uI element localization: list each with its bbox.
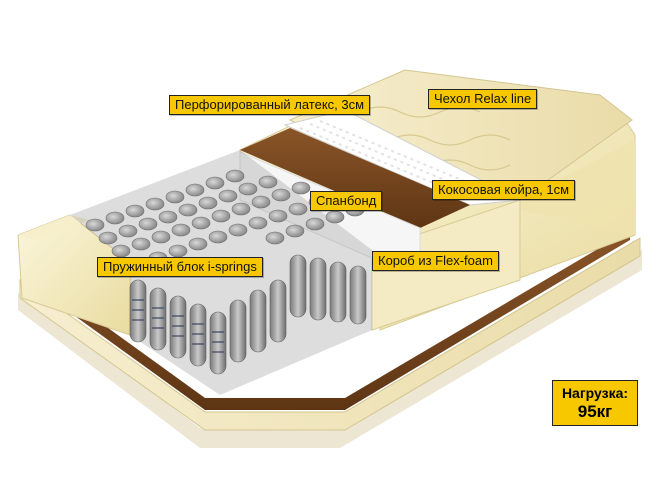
foam-left-top bbox=[18, 215, 90, 240]
load-label: Нагрузка: bbox=[561, 385, 629, 401]
bottom-cover bbox=[19, 237, 641, 431]
callout-foam-box: Короб из Flex-foam bbox=[372, 251, 499, 271]
load-value: 95кг bbox=[577, 402, 613, 421]
callout-coconut: Кокосовая койра, 1см bbox=[432, 180, 576, 200]
load-badge: Нагрузка: 95кг bbox=[552, 380, 638, 426]
callout-spunbond: Спанбонд bbox=[310, 191, 383, 211]
coconut-layer bbox=[240, 128, 470, 228]
callout-spring-block: Пружинный блок i-springs bbox=[97, 257, 263, 277]
spring-cylinders bbox=[129, 254, 367, 375]
callout-perforated-latex: Перфорированный латекс, 3см bbox=[169, 95, 371, 115]
callout-cover: Чехол Relax line bbox=[428, 89, 538, 109]
